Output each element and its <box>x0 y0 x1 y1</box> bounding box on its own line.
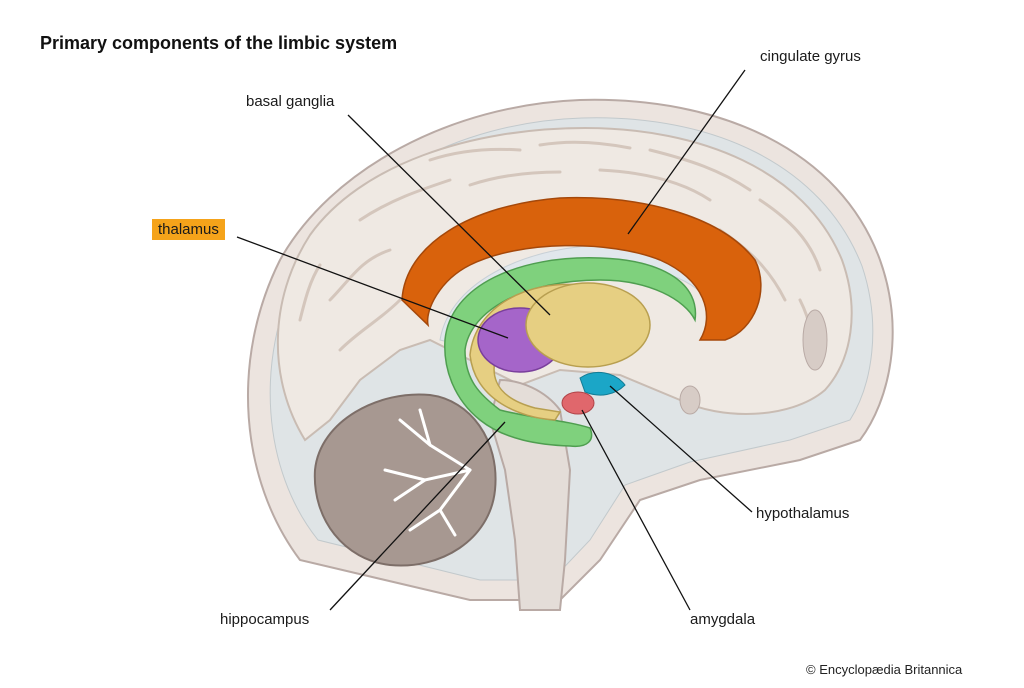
leader-hippocampus <box>329 421 506 611</box>
amygdala-region <box>561 391 595 415</box>
hippocampus-region <box>444 257 697 448</box>
copyright-credit: © Encyclopædia Britannica <box>806 662 963 677</box>
leader-basal-ganglia <box>347 114 551 316</box>
label-hippocampus: hippocampus <box>220 611 310 628</box>
leader-amygdala <box>581 409 691 611</box>
label-amygdala: amygdala <box>690 611 756 628</box>
sinus <box>679 385 701 415</box>
cerebellum <box>313 393 497 567</box>
label-basal-ganglia: basal ganglia <box>246 93 335 110</box>
arbor-vitae <box>383 408 472 537</box>
leader-thalamus <box>236 236 509 339</box>
label-thalamus: thalamus <box>152 219 225 240</box>
leader-lines <box>236 69 753 611</box>
label-cingulate-gyrus: cingulate gyrus <box>760 48 861 65</box>
leader-hypothalamus <box>609 385 753 513</box>
cingulate-gyrus-region <box>401 196 762 341</box>
diagram-title: Primary components of the limbic system <box>40 33 398 53</box>
label-hypothalamus: hypothalamus <box>756 505 850 522</box>
basal-ganglia-region <box>525 282 651 368</box>
sinus <box>802 309 828 371</box>
leader-cingulate-gyrus <box>627 69 746 235</box>
